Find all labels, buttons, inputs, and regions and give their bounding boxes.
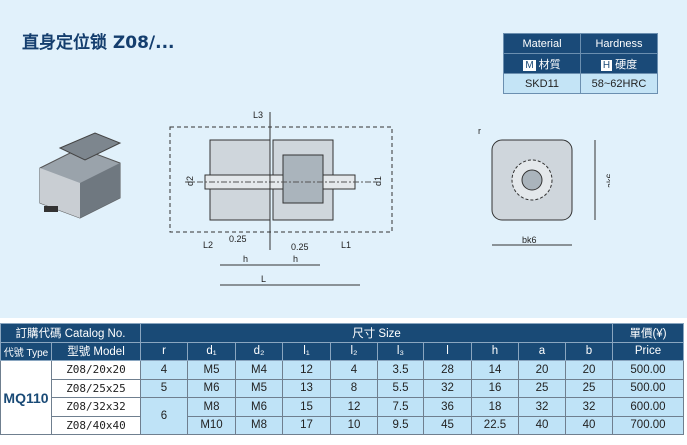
b-cell: 32 [565, 397, 613, 417]
d1-cell: M10 [187, 415, 236, 435]
page-title: 直身定位锁 Z08/... [22, 33, 175, 53]
L-label: L [261, 274, 266, 284]
l1-label: L1 [341, 240, 351, 250]
b-cell: 20 [565, 360, 613, 380]
model-cell: Z08/25x25 [51, 378, 141, 398]
col-header: d₁ [187, 341, 236, 361]
d1-cell: M8 [187, 397, 236, 417]
col-header: l [423, 341, 472, 361]
m-badge: M [523, 59, 536, 71]
l3-label: L3 [253, 110, 263, 120]
l-cell: 32 [423, 378, 472, 398]
b-cell: 25 [565, 378, 613, 398]
h-label: h [293, 254, 298, 264]
l3-cell: 3.5 [377, 360, 424, 380]
material-cn: 材質 [538, 58, 561, 71]
material-header: Material [503, 33, 581, 54]
l1-cell: 12 [282, 360, 331, 380]
col-header: a [518, 341, 566, 361]
col-header: l₃ [377, 341, 424, 361]
l3-cell: 9.5 [377, 415, 424, 435]
type-header: 代號 Type [0, 341, 52, 361]
r-cell: 5 [140, 378, 188, 398]
h-label: h [243, 254, 248, 264]
l-cell: 28 [423, 360, 472, 380]
h-badge: H [600, 59, 613, 71]
l-cell: 36 [423, 397, 472, 417]
size-header: 尺寸 Size [140, 323, 613, 343]
a-cell: 40 [518, 415, 566, 435]
a-cell: 20 [518, 360, 566, 380]
hardness-cn: 硬度 [615, 58, 638, 71]
h-cell: 22.5 [471, 415, 519, 435]
price-cell: 500.00 [612, 360, 684, 380]
model-cell: Z08/40x40 [51, 415, 141, 435]
price-header: 單價(¥) [612, 323, 684, 343]
col-header: h [471, 341, 519, 361]
l1-cell: 15 [282, 397, 331, 417]
a-cell: 32 [518, 397, 566, 417]
d1-cell: M6 [187, 378, 236, 398]
l1-cell: 13 [282, 378, 331, 398]
l3-cell: 5.5 [377, 378, 424, 398]
l2-cell: 10 [330, 415, 378, 435]
l2-cell: 8 [330, 378, 378, 398]
b-label: bk6 [522, 235, 537, 245]
type-cell: MQ110 [0, 360, 52, 435]
l-cell: 45 [423, 415, 472, 435]
price-subheader: Price [612, 341, 684, 361]
l3-cell: 7.5 [377, 397, 424, 417]
h-cell: 16 [471, 378, 519, 398]
material-value: SKD11 [503, 73, 581, 94]
d2-label: d2 [185, 176, 195, 186]
l2-cell: 12 [330, 397, 378, 417]
a-cell: 25 [518, 378, 566, 398]
gap-label: 0.25 [291, 242, 309, 252]
d1-cell: M5 [187, 360, 236, 380]
d2-cell: M6 [235, 397, 283, 417]
l1-cell: 17 [282, 415, 331, 435]
price-cell: 600.00 [612, 397, 684, 417]
front-view-drawing: r ak6 bk6 [478, 126, 610, 246]
hardness-header: Hardness [580, 33, 658, 54]
d1-label: d1 [373, 176, 383, 186]
model-cell: Z08/32x32 [51, 397, 141, 417]
r-label: r [478, 126, 481, 136]
d2-cell: M5 [235, 378, 283, 398]
h-cell: 14 [471, 360, 519, 380]
price-cell: 700.00 [612, 415, 684, 435]
side-view-drawing: L3 d2 d1 L2 L1 0.25 0.25 h h L [169, 110, 393, 286]
col-header: l₂ [330, 341, 378, 361]
r-cell: 4 [140, 360, 188, 380]
l2-label: L2 [203, 240, 213, 250]
gap-label: 0.25 [229, 234, 247, 244]
model-header: 型號 Model [51, 341, 141, 361]
model-cell: Z08/20x20 [51, 360, 141, 380]
hardness-value: 58~62HRC [580, 73, 658, 94]
product-photo [39, 132, 122, 219]
catalog-header: 訂購代碼 Catalog No. [0, 323, 141, 343]
col-header: l₁ [282, 341, 331, 361]
d2-cell: M8 [235, 415, 283, 435]
b-cell: 40 [565, 415, 613, 435]
d2-cell: M4 [235, 360, 283, 380]
col-header: r [140, 341, 188, 361]
h-cell: 18 [471, 397, 519, 417]
price-cell: 500.00 [612, 378, 684, 398]
col-header: d₂ [235, 341, 283, 361]
r-cell: 6 [140, 397, 188, 435]
l2-cell: 4 [330, 360, 378, 380]
a-label: ak6 [605, 173, 610, 188]
col-header: b [565, 341, 613, 361]
